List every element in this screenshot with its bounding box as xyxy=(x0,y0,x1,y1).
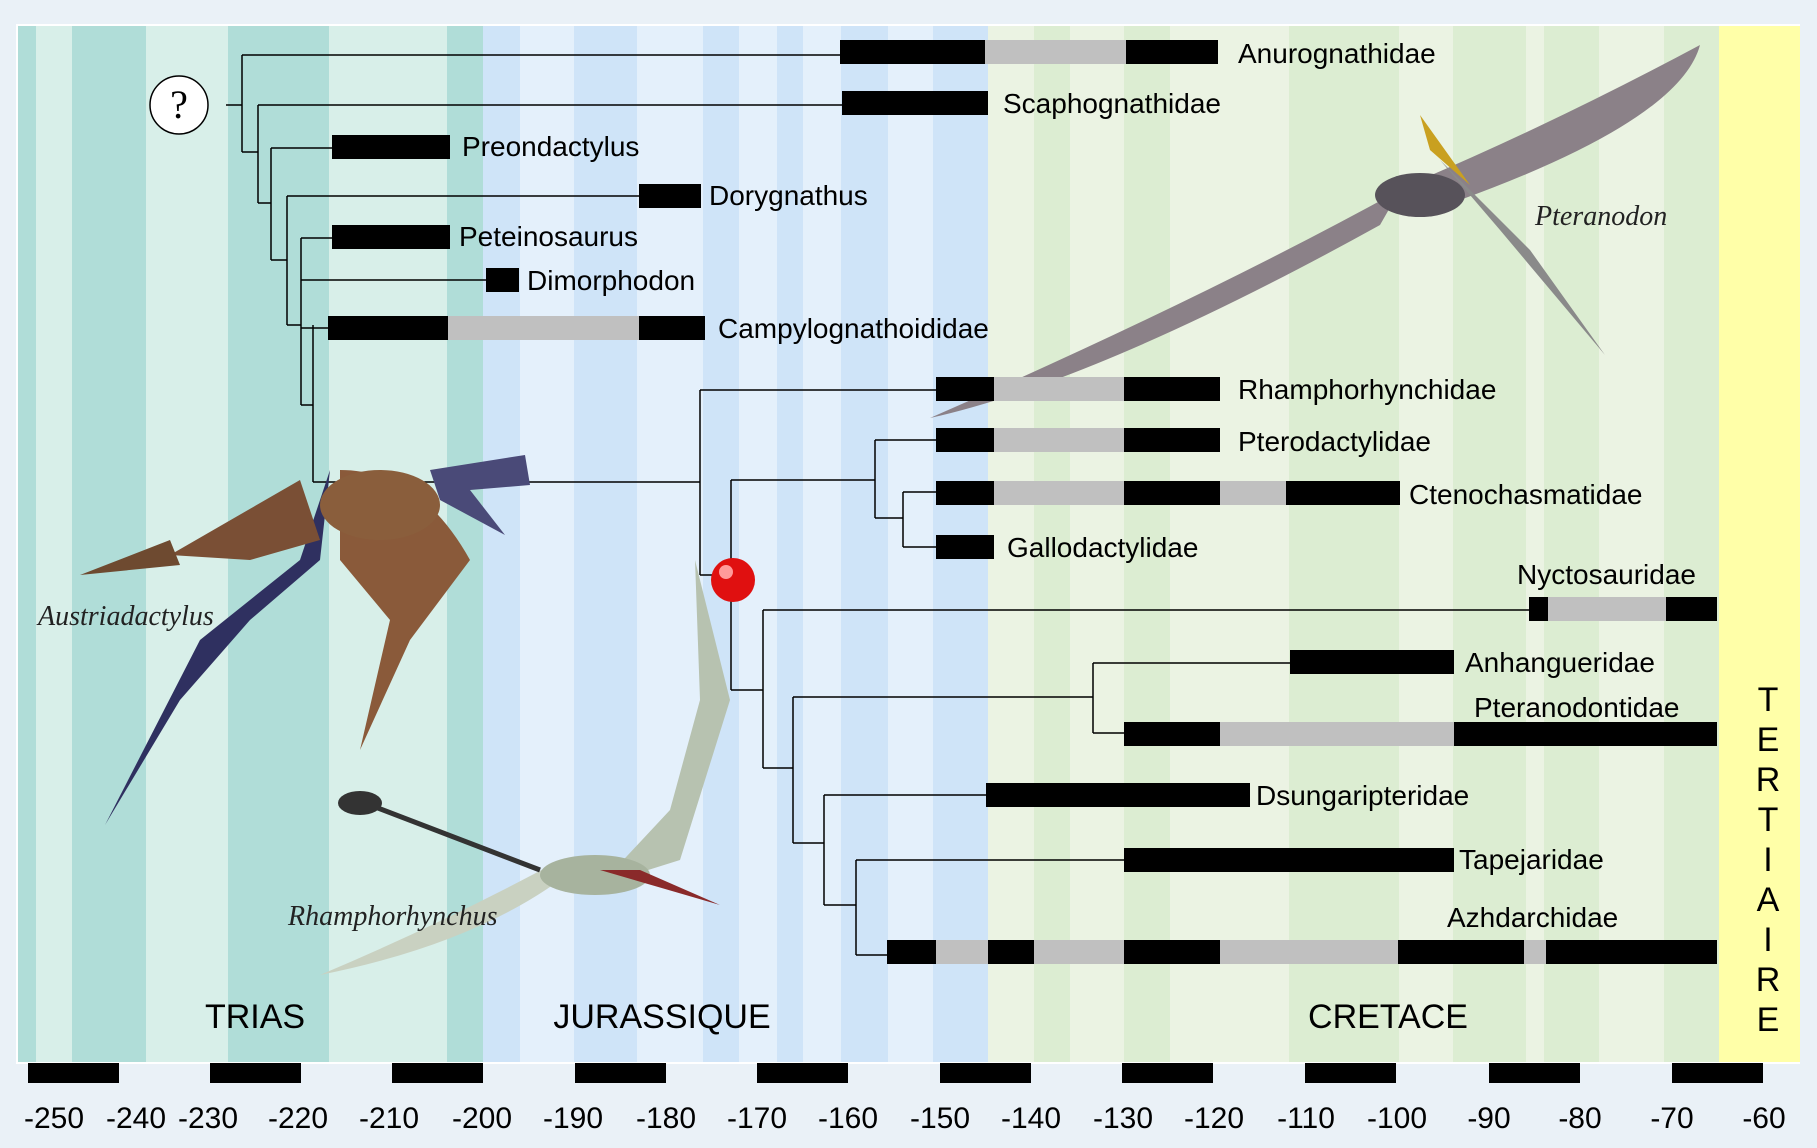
svg-text:T: T xyxy=(1758,681,1779,719)
svg-text:R: R xyxy=(1756,761,1781,799)
unknown-root-marker: ? xyxy=(150,76,208,134)
question-mark: ? xyxy=(170,82,188,127)
tick-label: -120 xyxy=(1184,1102,1244,1135)
taxon-label-scaphognathidae: Scaphognathidae xyxy=(1003,88,1221,119)
svg-text:E: E xyxy=(1757,721,1780,759)
taxon-label-anurognathidae: Anurognathidae xyxy=(1238,38,1436,69)
svg-text:I: I xyxy=(1763,921,1772,959)
tick-label: -130 xyxy=(1093,1102,1153,1135)
svg-text:T: T xyxy=(1758,801,1779,839)
taxon-label-dorygnathus: Dorygnathus xyxy=(709,180,868,211)
time-axis: -250 -240 -230 -220 -210 -200 -190 -180 … xyxy=(24,1063,1786,1135)
taxon-label-pterodactylidae: Pterodactylidae xyxy=(1238,426,1431,457)
taxon-label-dimorphodon: Dimorphodon xyxy=(527,265,695,296)
tick-label: -220 xyxy=(268,1102,328,1135)
tick-label: -60 xyxy=(1742,1102,1785,1135)
period-label-cretace: CRETACE xyxy=(1308,998,1468,1036)
tick-label: -150 xyxy=(910,1102,970,1135)
time-axis-tick-labels: -250 -240 -230 -220 -210 -200 -190 -180 … xyxy=(24,1102,1786,1135)
taxon-label-azhdarchidae: Azhdarchidae xyxy=(1447,902,1618,933)
svg-text:E: E xyxy=(1757,1001,1780,1039)
taxon-label-tapejaridae: Tapejaridae xyxy=(1459,844,1604,875)
period-label-jurassique: JURASSIQUE xyxy=(553,998,770,1036)
period-label-trias: TRIAS xyxy=(205,998,305,1036)
tick-label: -210 xyxy=(359,1102,419,1135)
rhamphorhynchus-caption: Rhamphorhynchus xyxy=(287,901,498,932)
taxon-label-peteinosaurus: Peteinosaurus xyxy=(459,221,638,252)
tick-label: -170 xyxy=(727,1102,787,1135)
taxon-label-dsungaripteridae: Dsungaripteridae xyxy=(1256,780,1469,811)
taxon-label-nyctosauridae: Nyctosauridae xyxy=(1517,559,1696,590)
tick-label: -140 xyxy=(1001,1102,1061,1135)
svg-text:R: R xyxy=(1756,961,1781,999)
taxon-label-preondactylus: Preondactylus xyxy=(462,131,639,162)
tick-label: -190 xyxy=(543,1102,603,1135)
austriadactylus-caption: Austriadactylus xyxy=(36,601,214,632)
tick-label: -80 xyxy=(1558,1102,1601,1135)
tick-label: -180 xyxy=(636,1102,696,1135)
taxon-label-rhamphorhynchidae: Rhamphorhynchidae xyxy=(1238,374,1496,405)
pterodactyloidea-node-marker xyxy=(711,558,755,602)
tick-label: -110 xyxy=(1277,1102,1335,1135)
tick-label: -200 xyxy=(452,1102,512,1135)
svg-text:A: A xyxy=(1757,881,1780,919)
tick-label: -230 xyxy=(178,1102,238,1135)
tick-label: -100 xyxy=(1367,1102,1427,1135)
pteranodon-caption: Pteranodon xyxy=(1534,201,1667,232)
svg-text:I: I xyxy=(1763,841,1772,879)
tick-label: -250 xyxy=(24,1102,84,1135)
tick-label: -240 xyxy=(106,1102,166,1135)
tick-label: -70 xyxy=(1650,1102,1693,1135)
tick-label: -90 xyxy=(1467,1102,1510,1135)
taxon-label-pteranodontidae: Pteranodontidae xyxy=(1474,692,1680,723)
time-axis-scale-bars xyxy=(28,1063,1763,1083)
tick-label: -160 xyxy=(818,1102,878,1135)
taxon-label-anhangueridae: Anhangueridae xyxy=(1465,647,1655,678)
taxon-label-ctenochasmatidae: Ctenochasmatidae xyxy=(1409,479,1642,510)
taxon-label-gallodactylidae: Gallodactylidae xyxy=(1007,532,1198,563)
taxon-label-campylognathoididae: Campylognathoididae xyxy=(718,313,989,344)
